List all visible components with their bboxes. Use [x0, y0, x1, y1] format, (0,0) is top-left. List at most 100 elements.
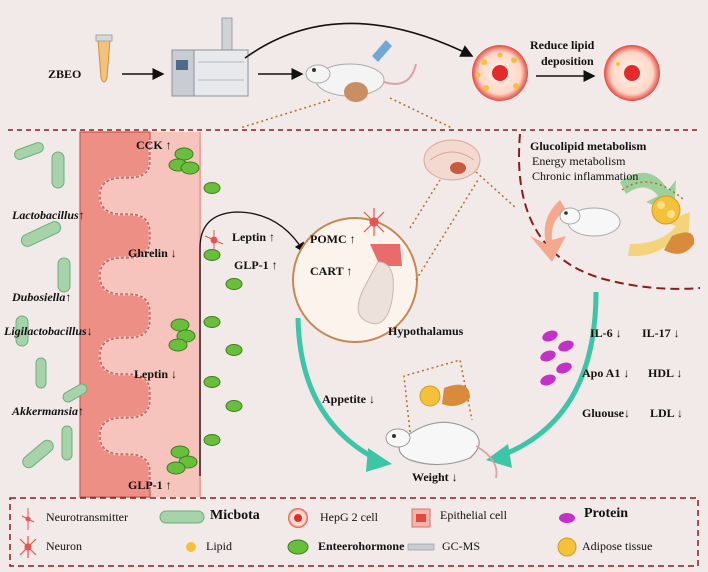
up-arrow-icon: ↑: [346, 264, 353, 278]
up-arrow-icon: ↑: [269, 230, 276, 244]
legend-gcms-label: GC-MS: [442, 539, 481, 553]
microbe: [22, 439, 54, 469]
protein-dot: [540, 350, 556, 362]
teal-arrowhead-right: [486, 444, 512, 468]
neural-pathway-arrow: [199, 211, 305, 476]
hormone-dot: [203, 376, 221, 388]
marker-glucose: Gluouse↓: [582, 406, 631, 420]
down-arrow-icon: ↓: [615, 326, 622, 340]
released-hormones: [203, 182, 243, 446]
cart-label: CART ↑: [310, 264, 353, 278]
marker-hdl: HDL ↓: [648, 366, 683, 380]
protein-dot: [558, 340, 574, 352]
signal-glp1-label: GLP-1 ↑: [234, 258, 278, 272]
microbe: [15, 315, 29, 347]
legend-enteerohormone-icon: [287, 539, 309, 555]
up-arrow-icon: ↑: [78, 208, 85, 222]
signal-leptin-label: Leptin ↑: [232, 230, 276, 244]
zoom-line-left: [239, 99, 331, 129]
marker-apoa1: Apo A1 ↓: [582, 366, 630, 380]
metabolism-line-energy: Energy metabolism: [532, 154, 626, 168]
down-arrow-icon: ↓: [451, 470, 458, 484]
legend-neurotransmitter-label: Neurotransmitter: [46, 510, 128, 524]
lipid-droplet-icon: [419, 385, 441, 407]
teal-arrow-right: [499, 291, 599, 459]
protein-cluster: [540, 330, 574, 386]
gut-enteerohormones: [166, 147, 200, 475]
down-arrow-icon: ↓: [676, 366, 683, 380]
hormone-dot: [203, 249, 221, 261]
up-arrow-icon: ↑: [165, 478, 172, 492]
metabolism-dotted-loop: [621, 181, 685, 201]
legend-microbiota-icon: [159, 510, 205, 524]
legend-neuron-label: Neuron: [46, 539, 82, 553]
down-arrow-icon: ↓: [170, 246, 177, 260]
down-arrow-icon: ↓: [677, 406, 684, 420]
hormone-dot: [170, 318, 190, 332]
up-arrow-icon: ↑: [78, 404, 85, 418]
legend-enteerohormone-label: Enteerohormone: [318, 539, 405, 553]
zoom-line-right: [389, 97, 453, 129]
down-arrow-icon: ↓: [624, 406, 631, 420]
zbeo-label: ZBEO: [48, 67, 82, 81]
gcms-instrument-icon: [171, 17, 249, 97]
legend-neuron-icon: [19, 536, 37, 558]
up-arrow-icon: ↑: [349, 232, 356, 246]
hormone-dot: [225, 344, 243, 356]
bacteria-akkermansia-label: Akkermansia↑: [12, 404, 85, 418]
legend-box: [9, 497, 699, 567]
hormone-dot: [170, 445, 190, 459]
metabolism-boundary: [518, 133, 701, 290]
legend-gcms-icon: [407, 543, 435, 551]
up-arrow-icon: ↑: [65, 290, 72, 304]
legend-hepg2-label: HepG 2 cell: [320, 510, 378, 524]
pomc-label: POMC ↑: [310, 232, 356, 246]
legend-epithelial-icon: [411, 508, 431, 528]
hormone-dot: [225, 278, 243, 290]
microbe: [20, 221, 62, 247]
legend-micbota-label: Micbota: [210, 508, 260, 523]
marker-il6: IL-6 ↓: [590, 326, 622, 340]
legend-epithelial-label: Epithelial cell: [440, 508, 507, 522]
neuron-icon-hypothalamus: [363, 208, 385, 236]
hormone-dot: [166, 461, 186, 475]
hypothalamus-label: Hypothalamus: [388, 324, 464, 338]
hormone-cck-label: CCK ↑: [136, 138, 172, 152]
microbe: [57, 257, 71, 293]
legend-protein-label: Protein: [584, 506, 629, 521]
weight-label: Weight ↓: [412, 470, 458, 484]
microbe: [51, 151, 65, 189]
down-arrow-icon: ↓: [86, 324, 93, 338]
hormone-dot: [225, 400, 243, 412]
gavage-mouse-icon: [305, 40, 417, 102]
marker-ldl: LDL ↓: [650, 406, 684, 420]
down-arrow-icon: ↓: [623, 366, 630, 380]
bacteria-ligilactobacillus-label: Ligilactobacillus↓: [4, 324, 93, 338]
up-arrow-icon: ↑: [271, 258, 278, 272]
zbeo-tube-icon: [95, 34, 113, 83]
hormone-leptin-label: Leptin ↓: [134, 367, 178, 381]
metabolism-mouse-icon: [559, 207, 621, 237]
hormone-glp1-label: GLP-1 ↑: [128, 478, 172, 492]
intestinal-wall: [79, 131, 201, 498]
hepg2-cell-before-icon: [472, 45, 528, 101]
legend-adipose-label: Adipose tissue: [582, 539, 653, 553]
hormone-dot: [180, 161, 200, 175]
up-arrow-icon: ↑: [165, 138, 172, 152]
liver-icon-weight: [442, 384, 470, 406]
hormone-dot: [168, 338, 188, 352]
hormone-ghrelin-label: Ghrelin ↓: [128, 246, 177, 260]
legend-hepg2-icon: [288, 508, 308, 528]
metabolism-title: Glucolipid metabolism: [530, 139, 647, 153]
arrow-to-hepg2-cells: [244, 22, 474, 59]
microbe: [61, 425, 73, 461]
legend-adipose-icon: [557, 537, 577, 557]
hormone-dot: [203, 182, 221, 194]
reduce-lipid-label-1: Reduce lipid: [530, 38, 595, 52]
legend-neurotransmitter-icon: [21, 508, 35, 530]
hormone-dot: [174, 147, 194, 161]
down-arrow-icon: ↓: [369, 392, 375, 406]
protein-dot: [556, 362, 572, 374]
brain-icon: [423, 139, 481, 181]
down-arrow-icon: ↓: [673, 326, 680, 340]
